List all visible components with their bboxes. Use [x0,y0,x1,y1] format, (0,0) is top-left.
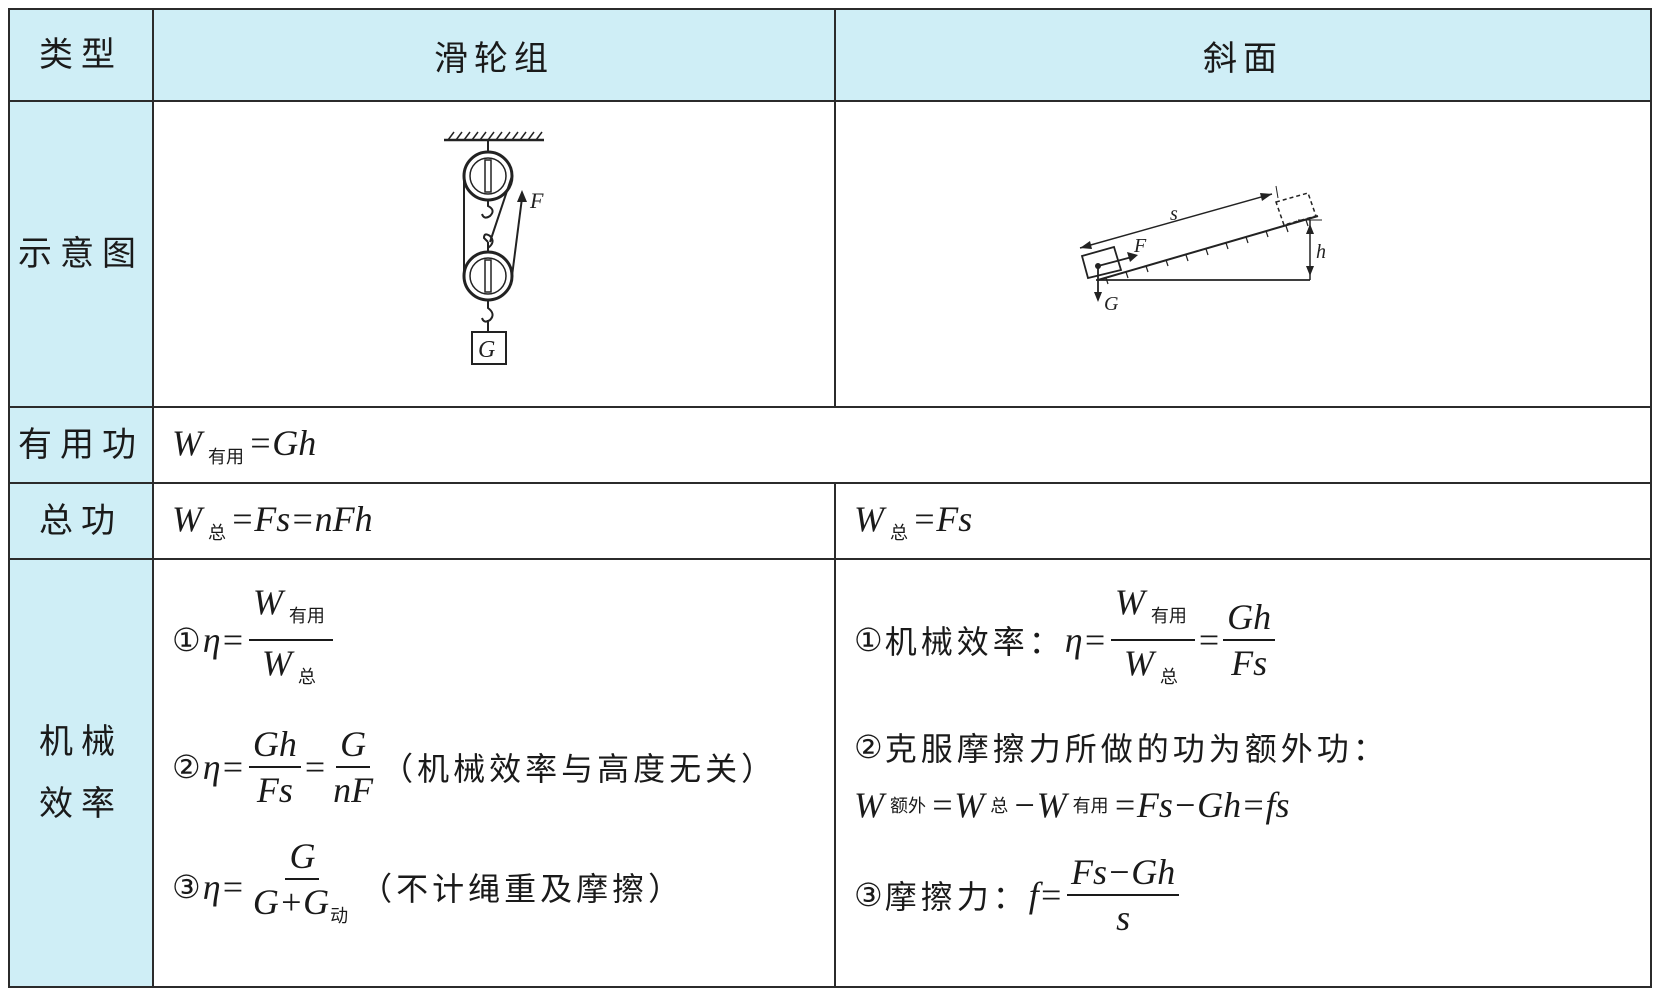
incline-eff-formula-2: ② 克服摩擦力所做的功为额外功： [854,728,1389,768]
pulley-eff-formula-3: ③ η= G G+G动 （不计绳重及摩擦） [172,836,685,927]
incline-hatch [1105,219,1309,285]
header-row: 类型 滑轮组 斜面 [8,8,1652,102]
pulley-force-label: F [529,188,544,213]
incline-force-label: F [1133,235,1147,257]
row-label-diagram: 示意图 [8,100,154,408]
weight-block [471,331,507,365]
pulley-diagram-cell: F G [152,100,836,408]
header-pulley: 滑轮组 [152,8,836,102]
pulley-eff-formula-2: ② η= Gh Fs = G nF （机械效率与高度无关） [172,724,778,810]
row-label-useful-work: 有用功 [8,406,154,484]
header-type: 类型 [8,8,154,102]
force-arrow [517,190,527,202]
ceiling-hatch [447,131,543,141]
incline-weight-label: G [1104,293,1119,315]
incline-s-label: s [1170,203,1178,225]
incline-diagram: h s F G [1079,185,1326,315]
header-incline: 斜面 [834,8,1652,102]
incline-eff-formula-3: ③ 摩擦力： f= Fs−Gh s [854,852,1650,938]
pulley-weight-label: G [478,337,495,363]
row-label-total-work: 总功 [8,482,154,560]
block-top [1275,192,1317,226]
pulley-diagram: F G [444,131,544,365]
row-label-efficiency: 机械 效率 [8,558,154,988]
incline-h-label: h [1316,241,1326,263]
comparison-table: 类型 滑轮组 斜面 示意图 [8,8,1652,988]
incline-diagram-cell: h s F G [834,100,1652,408]
block-bottom [1080,245,1123,280]
diagram-row: 示意图 [8,100,1652,408]
